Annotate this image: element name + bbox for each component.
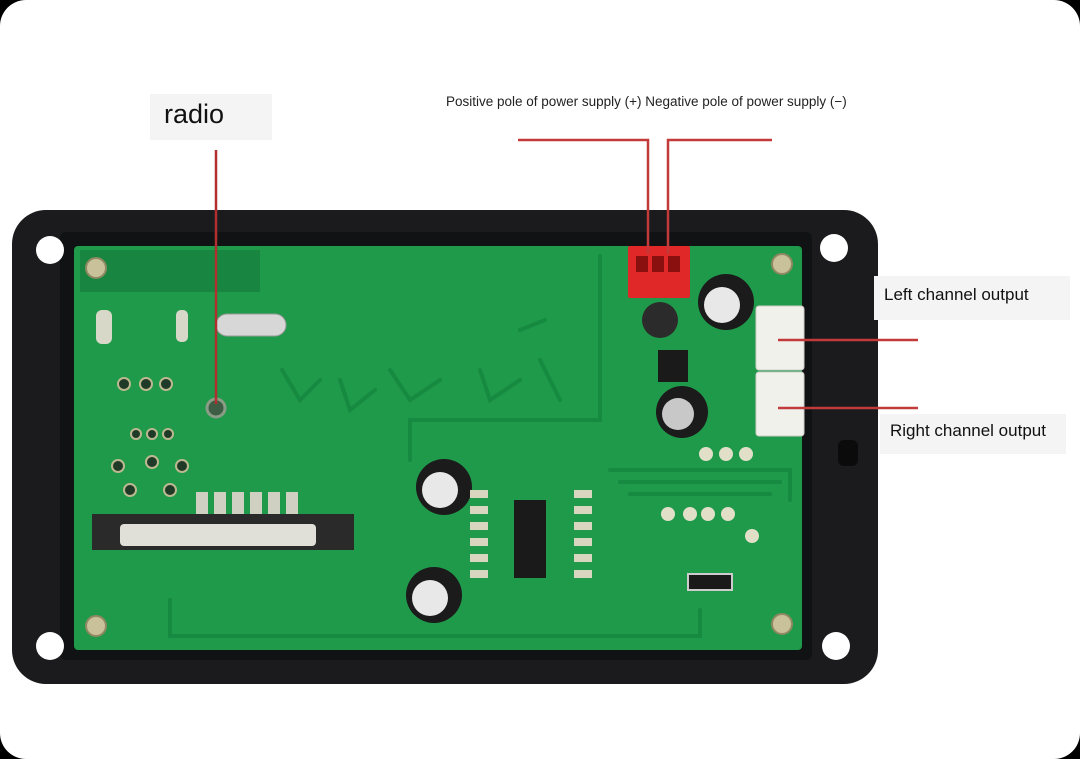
- diode: [687, 573, 733, 591]
- pcb-antenna-area: [80, 250, 260, 292]
- amp-ic: [514, 500, 546, 578]
- radio-label: radio: [150, 94, 272, 140]
- frame-hole-tr: [820, 234, 848, 262]
- frame-tab-right: [838, 440, 858, 466]
- frame-hole-br: [822, 632, 850, 660]
- capacitors: [406, 274, 754, 623]
- frame-hole-tl: [36, 236, 64, 264]
- audio-connector-left: [755, 305, 805, 371]
- pcb-screws: [85, 253, 793, 637]
- card-pins: [196, 492, 298, 514]
- inductor: [642, 302, 678, 338]
- negative-pole-leader: [666, 138, 772, 254]
- left-channel-label: Left channel output: [874, 276, 1070, 320]
- pcb-traces: [168, 254, 792, 638]
- regulator-ic: [658, 350, 688, 382]
- right-channel-label: Right channel output: [880, 414, 1066, 454]
- crystal: [215, 313, 287, 337]
- power-supply-label: Positive pole of power supply (+) Negati…: [446, 94, 847, 109]
- positive-pole-leader: [518, 138, 650, 254]
- right-pads: [661, 447, 759, 543]
- smd-left-2: [176, 310, 188, 342]
- via-row: [111, 377, 189, 497]
- card-slot-metal: [120, 524, 316, 546]
- leader-lines: [214, 138, 918, 410]
- ic-resistors: [470, 490, 592, 578]
- audio-connector-right: [755, 371, 805, 437]
- smd-left: [96, 310, 112, 344]
- frame-hole-bl: [36, 632, 64, 660]
